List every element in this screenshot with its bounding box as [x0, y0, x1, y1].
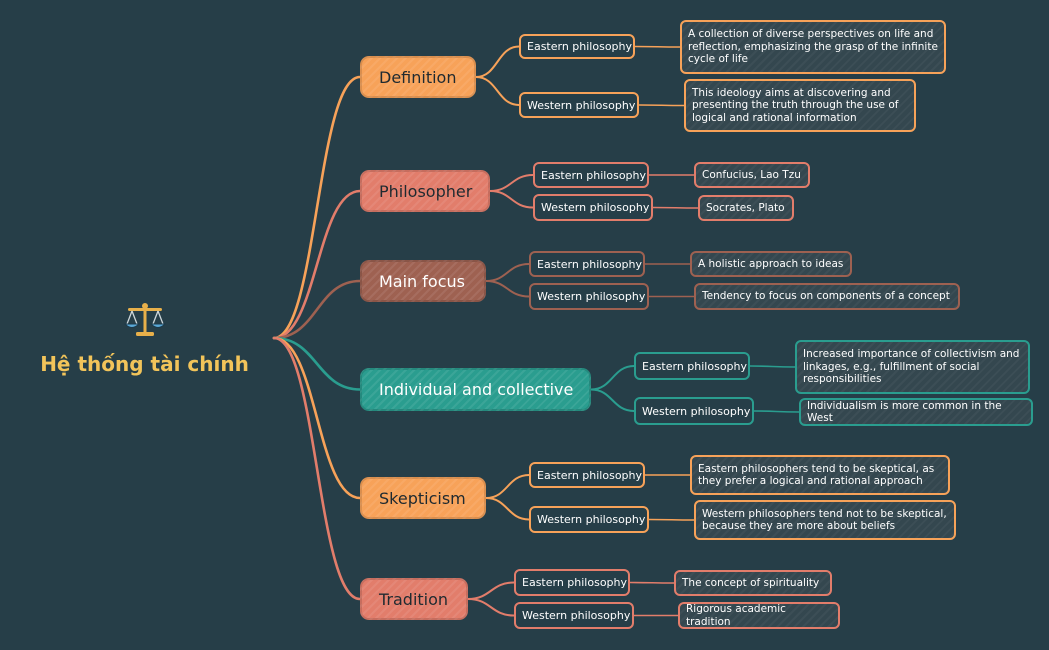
root-connector	[272, 336, 362, 391]
leaf-connector	[648, 518, 695, 521]
topic-tradition[interactable]: Tradition	[360, 578, 468, 620]
branch-connector	[485, 280, 530, 298]
branch-eastern-philosophy[interactable]: Eastern philosophy	[533, 162, 649, 188]
branch-western-philosophy[interactable]: Western philosophy	[533, 194, 653, 221]
detail-text: Tendency to focus on components of a con…	[702, 290, 950, 303]
topic-label: Skepticism	[379, 488, 466, 508]
branch-label: Eastern philosophy	[541, 168, 647, 182]
branch-connector	[485, 474, 530, 499]
branch-eastern-philosophy[interactable]: Eastern philosophy	[529, 251, 645, 277]
detail-note[interactable]: Increased importance of collectivism and…	[795, 340, 1030, 394]
branch-eastern-philosophy[interactable]: Eastern philosophy	[634, 352, 750, 380]
detail-text: Confucius, Lao Tzu	[702, 168, 801, 181]
root-title: Hệ thống tài chính	[40, 352, 249, 376]
branch-western-philosophy[interactable]: Western philosophy	[514, 602, 634, 629]
detail-note[interactable]: Individualism is more common in the West	[799, 398, 1033, 426]
root-connector	[272, 336, 362, 601]
branch-western-philosophy[interactable]: Western philosophy	[529, 506, 649, 533]
detail-note[interactable]: The concept of spirituality	[674, 570, 832, 596]
branch-label: Eastern philosophy	[522, 576, 628, 589]
topic-label: Main focus	[379, 271, 465, 291]
branch-connector	[485, 263, 530, 282]
branch-label: Western philosophy	[537, 513, 646, 526]
detail-note[interactable]: Socrates, Plato	[698, 195, 794, 221]
root-connector	[272, 336, 362, 500]
branch-eastern-philosophy[interactable]: Eastern philosophy	[519, 34, 635, 59]
branch-connector	[485, 497, 530, 521]
detail-text: Socrates, Plato	[706, 201, 785, 214]
leaf-connector	[652, 206, 699, 209]
detail-note[interactable]: Confucius, Lao Tzu	[694, 162, 810, 188]
branch-western-philosophy[interactable]: Western philosophy	[519, 92, 639, 118]
topic-label: Tradition	[379, 589, 449, 609]
branch-label: Eastern philosophy	[537, 468, 643, 482]
detail-text: Increased importance of collectivism and…	[803, 348, 1020, 386]
branch-label: Eastern philosophy	[642, 359, 748, 373]
leaf-connector	[749, 365, 796, 368]
detail-note[interactable]: Eastern philosophers tend to be skeptica…	[690, 455, 950, 495]
topic-label: Philosopher	[379, 181, 473, 201]
detail-note[interactable]: This ideology aims at discovering and pr…	[684, 79, 916, 132]
detail-note[interactable]: Tendency to focus on components of a con…	[694, 283, 960, 310]
detail-text: This ideology aims at discovering and pr…	[692, 86, 899, 124]
root-connector	[272, 75, 362, 340]
detail-note[interactable]: A collection of diverse perspectives on …	[680, 20, 946, 74]
branch-connector	[590, 365, 635, 391]
branch-connector	[475, 45, 520, 78]
branch-eastern-philosophy[interactable]: Eastern philosophy	[514, 569, 630, 596]
topic-skepticism[interactable]: Skepticism	[360, 477, 486, 519]
branch-connector	[467, 581, 515, 600]
detail-note[interactable]: Rigorous academic tradition	[678, 602, 840, 629]
branch-western-philosophy[interactable]: Western philosophy	[634, 397, 754, 425]
branch-eastern-philosophy[interactable]: Eastern philosophy	[529, 462, 645, 488]
topic-label: Definition	[379, 67, 457, 87]
detail-text: A collection of diverse perspectives on …	[688, 28, 938, 66]
branch-connector	[590, 388, 635, 412]
topic-individual-and-collective[interactable]: Individual and collective	[360, 368, 591, 411]
branch-connector	[467, 598, 515, 617]
branch-label: Eastern philosophy	[537, 257, 643, 271]
detail-text: Eastern philosophers tend to be skeptica…	[698, 462, 935, 488]
root-connector	[272, 189, 362, 340]
branch-connector	[489, 174, 534, 192]
detail-text: Individualism is more common in the West	[807, 399, 1002, 425]
topic-label: Individual and collective	[379, 380, 574, 399]
branch-label: Eastern philosophy	[527, 40, 633, 53]
branch-label: Western philosophy	[522, 609, 631, 622]
detail-note[interactable]: A holistic approach to ideas	[690, 251, 852, 277]
branch-connector	[489, 190, 534, 209]
branch-label: Western philosophy	[537, 290, 646, 303]
branch-label: Western philosophy	[541, 201, 650, 214]
root-connector	[272, 279, 362, 340]
branch-label: Western philosophy	[527, 98, 636, 112]
topic-main-focus[interactable]: Main focus	[360, 260, 486, 302]
topic-definition[interactable]: Definition	[360, 56, 476, 98]
leaf-connector	[634, 45, 681, 48]
detail-text: The concept of spirituality	[682, 576, 820, 589]
detail-text: A holistic approach to ideas	[698, 257, 844, 270]
detail-text: Western philosophers tend not to be skep…	[702, 507, 947, 533]
branch-label: Western philosophy	[642, 404, 751, 418]
leaf-connector	[629, 581, 675, 584]
branch-connector	[475, 76, 520, 106]
leaf-connector	[753, 410, 800, 413]
branch-western-philosophy[interactable]: Western philosophy	[529, 283, 649, 310]
leaf-connector	[638, 104, 685, 107]
balance-scale-icon	[123, 300, 167, 340]
topic-philosopher[interactable]: Philosopher	[360, 170, 490, 212]
detail-text: Rigorous academic tradition	[686, 603, 786, 628]
detail-note[interactable]: Western philosophers tend not to be skep…	[694, 500, 956, 540]
